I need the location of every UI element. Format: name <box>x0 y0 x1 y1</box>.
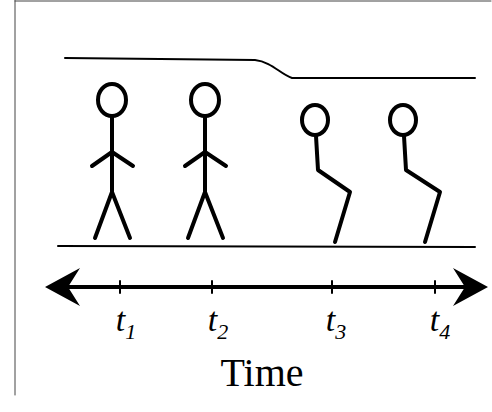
seated-figure <box>302 105 350 242</box>
time-point-label: t3 <box>326 303 346 337</box>
standing-figure <box>92 84 133 238</box>
ceiling-line <box>65 58 475 78</box>
time-axis <box>55 281 477 293</box>
seated-figure <box>390 105 440 242</box>
floor-line <box>58 246 475 247</box>
arrowhead <box>45 268 80 306</box>
arrowhead <box>453 268 488 306</box>
time-point-label: t2 <box>208 303 228 337</box>
standing-figure <box>185 84 226 238</box>
time-point-label: t1 <box>116 303 136 337</box>
time-point-label: t4 <box>430 303 450 337</box>
axis-title: Time <box>220 353 303 393</box>
frame <box>15 1 491 396</box>
